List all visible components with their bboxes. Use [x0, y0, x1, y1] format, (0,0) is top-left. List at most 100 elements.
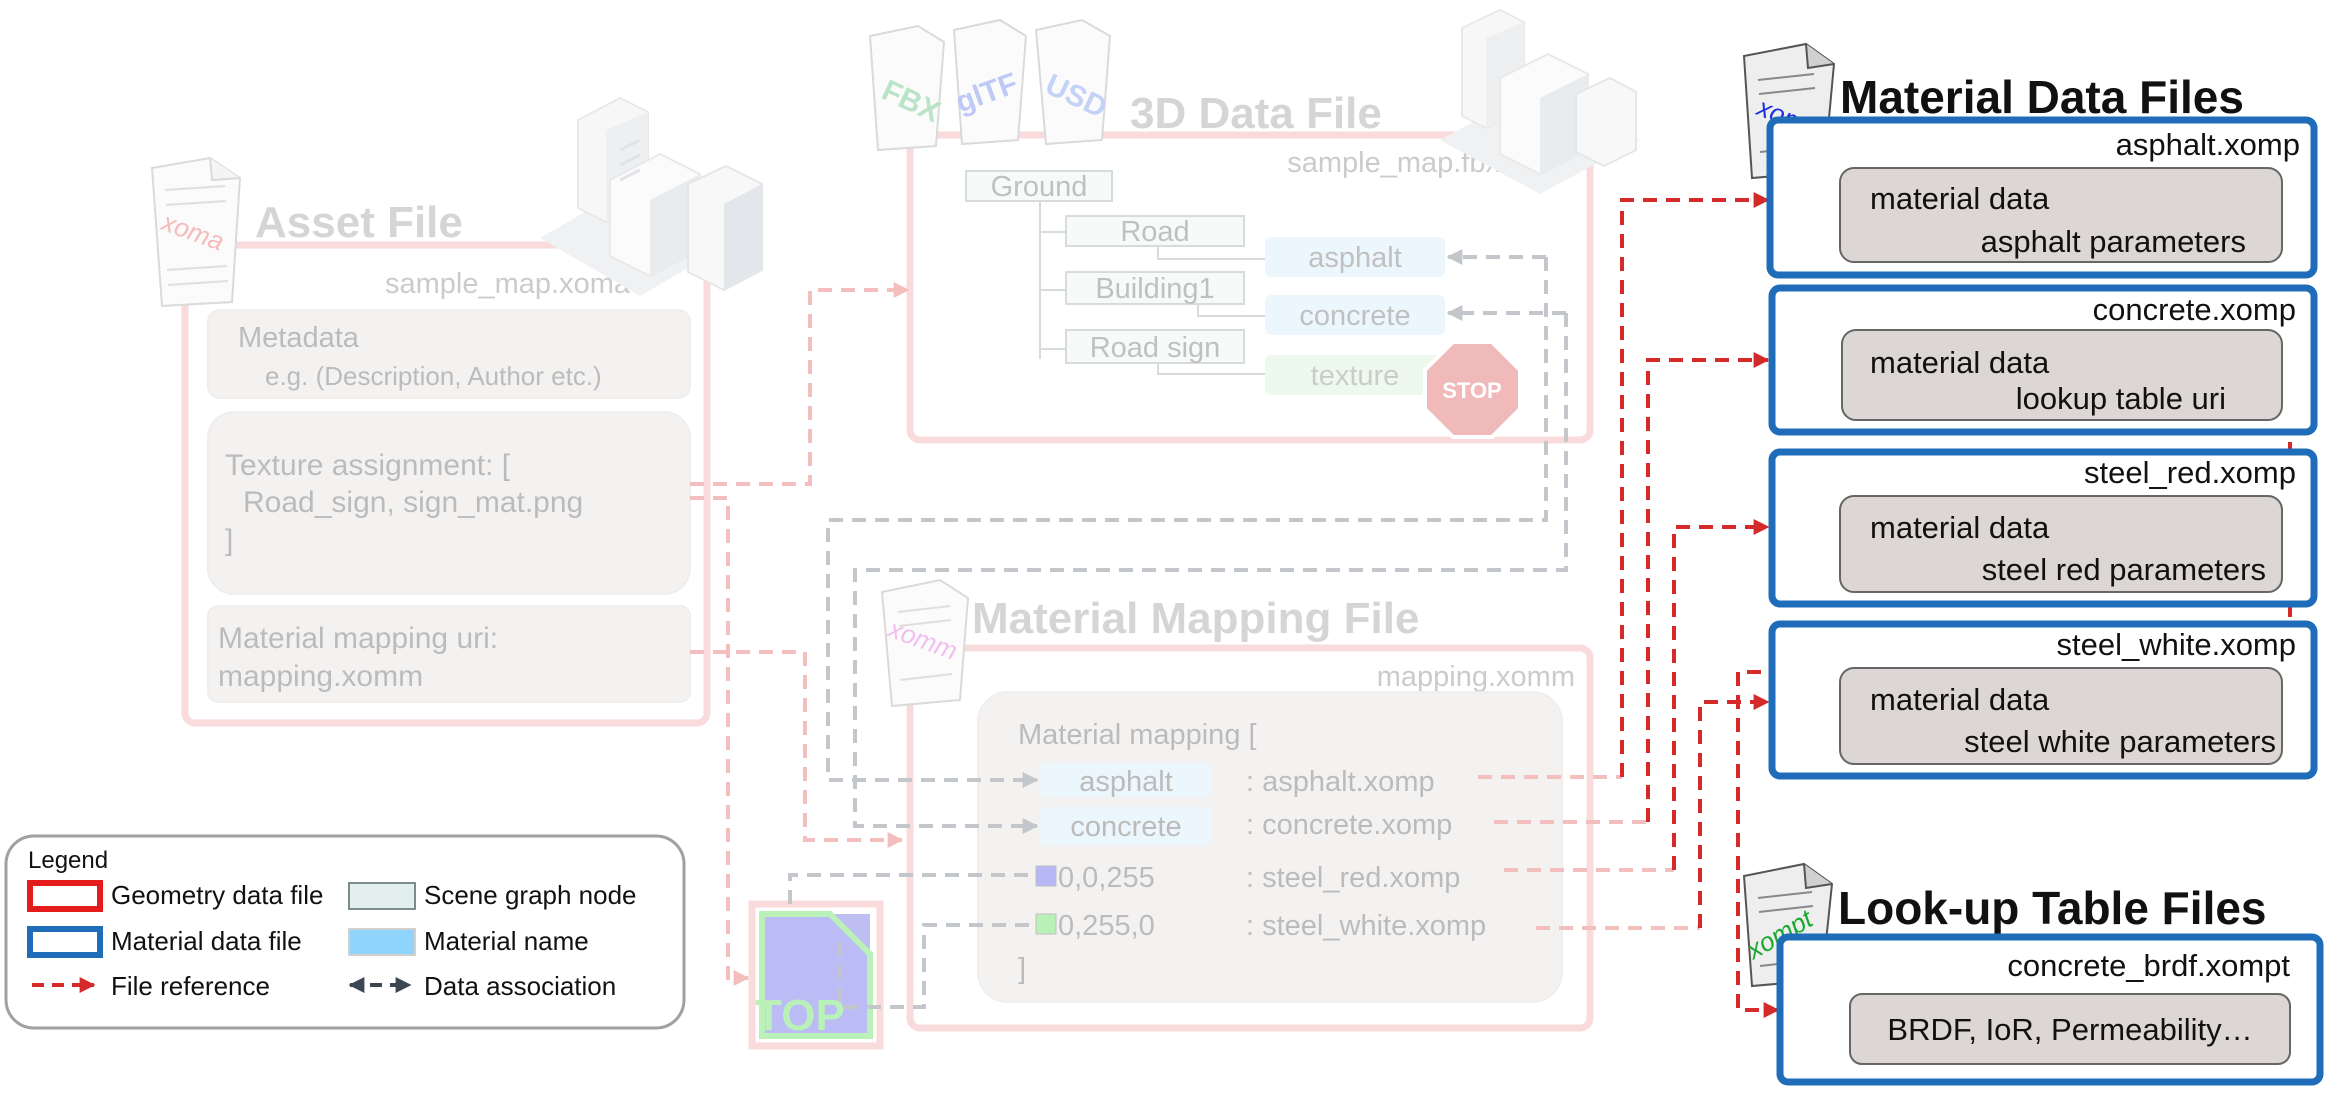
material-files-title: Material Data Files — [1840, 71, 2244, 123]
scene-node-road-label: Road — [1120, 216, 1189, 248]
asset-file-title: Asset File — [255, 198, 463, 247]
mapping-content-box — [977, 691, 1563, 1003]
scene-node-building1-label: Building1 — [1095, 273, 1214, 305]
data-file-filename: sample_map.fbx — [1287, 147, 1500, 179]
legend-swatch-scene-node — [348, 882, 416, 910]
asset-file-group: xoma Asset File sample_map.xoma Metadata… — [150, 96, 763, 727]
scene-node-road-sign — [1065, 329, 1245, 364]
asset-file-filename: sample_map.xoma — [385, 268, 631, 300]
material-file-asphalt-name: asphalt.xomp — [2116, 127, 2300, 162]
legend-label-file-reference: File reference — [111, 971, 270, 1001]
mapping-swatch-red — [1035, 865, 1057, 887]
material-file-concrete-name: concrete.xomp — [2093, 292, 2296, 327]
material-file-steel-white-line2: steel white parameters — [1964, 724, 2276, 759]
lookup-files-group: xompt Look-up Table Files concrete_brdf.… — [1740, 862, 2324, 1086]
material-file-asphalt-content — [1839, 167, 2283, 263]
material-files-group: xomp Material Data Files asphalt.xomp ma… — [1742, 42, 2318, 780]
mapping-file-group: xomm Material Mapping File mapping.xomm … — [880, 578, 1594, 1032]
mapping-file-box — [906, 644, 1594, 1032]
material-name-concrete-label: concrete — [1299, 300, 1410, 332]
texture-assignment-box — [207, 411, 691, 595]
material-file-concrete-content — [1841, 329, 2283, 421]
scene-node-road — [1065, 215, 1245, 247]
scene-node-ground-label: Ground — [991, 171, 1088, 203]
legend-swatch-material-name — [348, 928, 416, 956]
legend-swatch-geometry — [27, 880, 103, 912]
texture-assignment-line3: ] — [225, 524, 233, 557]
ref-concrete — [1646, 352, 1770, 822]
xoma-file-icon: xoma — [150, 156, 242, 308]
stop-sign-icon: STOP — [1423, 340, 1522, 439]
texture-assignment-line1: Texture assignment: [ — [225, 449, 511, 482]
material-file-steel-red-content — [1839, 495, 2283, 593]
material-file-steel-white-content — [1839, 667, 2283, 765]
mapping-key-concrete — [1040, 807, 1212, 845]
mapping-key-asphalt-label: asphalt — [1079, 766, 1173, 798]
lookup-files-title: Look-up Table Files — [1838, 882, 2267, 934]
metadata-box — [207, 309, 691, 399]
city-illustration-2-icon — [1440, 8, 1640, 194]
material-mapping-uri-line2: mapping.xomm — [218, 660, 423, 693]
texture-name-label: texture — [1311, 360, 1400, 392]
data-file-box — [906, 131, 1594, 444]
material-file-steel-white-line1: material data — [1870, 682, 2050, 717]
scene-graph — [1039, 201, 1265, 375]
legend-label-geometry: Geometry data file — [111, 880, 323, 910]
mapping-key-asphalt — [1040, 763, 1212, 797]
mapping-file-filename: mapping.xomm — [1377, 661, 1575, 693]
mapping-target-concrete: : concrete.xomp — [1246, 809, 1452, 841]
mapping-open: Material mapping [ — [1018, 719, 1257, 751]
faded-file-references — [690, 282, 1700, 986]
mapping-close: ] — [1018, 953, 1026, 985]
texture-assignment-line2: Road_sign, sign_mat.png — [243, 486, 583, 519]
ref-steel-red — [1672, 519, 1770, 870]
material-file-asphalt-line1: material data — [1870, 181, 2050, 216]
material-file-steel-red-name: steel_red.xomp — [2084, 455, 2296, 490]
mapping-key-steel-white: 0,255,0 — [1058, 910, 1155, 942]
metadata-title: Metadata — [238, 322, 360, 354]
scene-node-building1 — [1065, 271, 1245, 305]
material-file-concrete-line1: material data — [1870, 345, 2050, 380]
ref-steel-white — [1698, 694, 1770, 928]
material-name-asphalt — [1265, 237, 1445, 277]
metadata-example: e.g. (Description, Author etc.) — [265, 361, 602, 391]
mapping-target-steel-white: : steel_white.xomp — [1246, 910, 1486, 942]
material-file-steel-red-line1: material data — [1870, 510, 2050, 545]
stop-texture-text: TOP — [755, 991, 845, 1040]
mapping-file-title: Material Mapping File — [972, 594, 1419, 643]
legend-box — [4, 834, 686, 1030]
lookup-file-concrete-brdf-name: concrete_brdf.xompt — [2007, 948, 2290, 983]
ref-asphalt — [1620, 192, 1770, 777]
xomm-file-icon: xomm — [880, 578, 970, 708]
legend-label-scene-node: Scene graph node — [424, 880, 637, 910]
material-mapping-uri-line1: Material mapping uri: — [218, 622, 498, 655]
material-file-asphalt-line2: asphalt parameters — [1981, 224, 2246, 259]
city-illustration-icon — [540, 96, 763, 296]
material-name-concrete — [1265, 295, 1445, 335]
mapping-key-concrete-label: concrete — [1070, 811, 1181, 843]
material-mapping-uri-box — [207, 605, 691, 703]
scene-node-ground — [965, 170, 1113, 202]
material-file-steel-red-line2: steel red parameters — [1982, 552, 2266, 587]
scene-node-road-sign-label: Road sign — [1090, 332, 1221, 364]
material-name-asphalt-label: asphalt — [1308, 242, 1402, 274]
stop-texture-thumbnail: TOP — [748, 900, 884, 1050]
lookup-file-concrete-brdf-content-text: BRDF, IoR, Permeability… — [1887, 1012, 2252, 1047]
mapping-swatch-green — [1035, 913, 1057, 935]
legend-swatch-material-file — [27, 926, 103, 958]
texture-name-box — [1265, 355, 1445, 395]
format-file-icons: FBX glTF USD — [868, 18, 1112, 152]
lookup-file-concrete-brdf-content — [1849, 993, 2291, 1065]
mapping-target-asphalt: : asphalt.xomp — [1246, 766, 1435, 798]
legend-label-data-association: Data association — [424, 971, 616, 1001]
material-file-concrete-line2: lookup table uri — [2016, 381, 2226, 416]
legend-label-material-name: Material name — [424, 926, 589, 956]
data-file-title: 3D Data File — [1130, 89, 1382, 138]
stop-sign-text: STOP — [1442, 378, 1502, 403]
faded-data-associations — [788, 249, 1568, 1009]
data-file-group: FBX glTF USD 3D Data File sample_map.fbx… — [868, 8, 1640, 444]
material-file-steel-white-name: steel_white.xomp — [2056, 627, 2296, 662]
mapping-key-steel-red: 0,0,255 — [1058, 862, 1155, 894]
mapping-target-steel-red: : steel_red.xomp — [1246, 862, 1460, 894]
asset-file-box — [181, 241, 711, 727]
